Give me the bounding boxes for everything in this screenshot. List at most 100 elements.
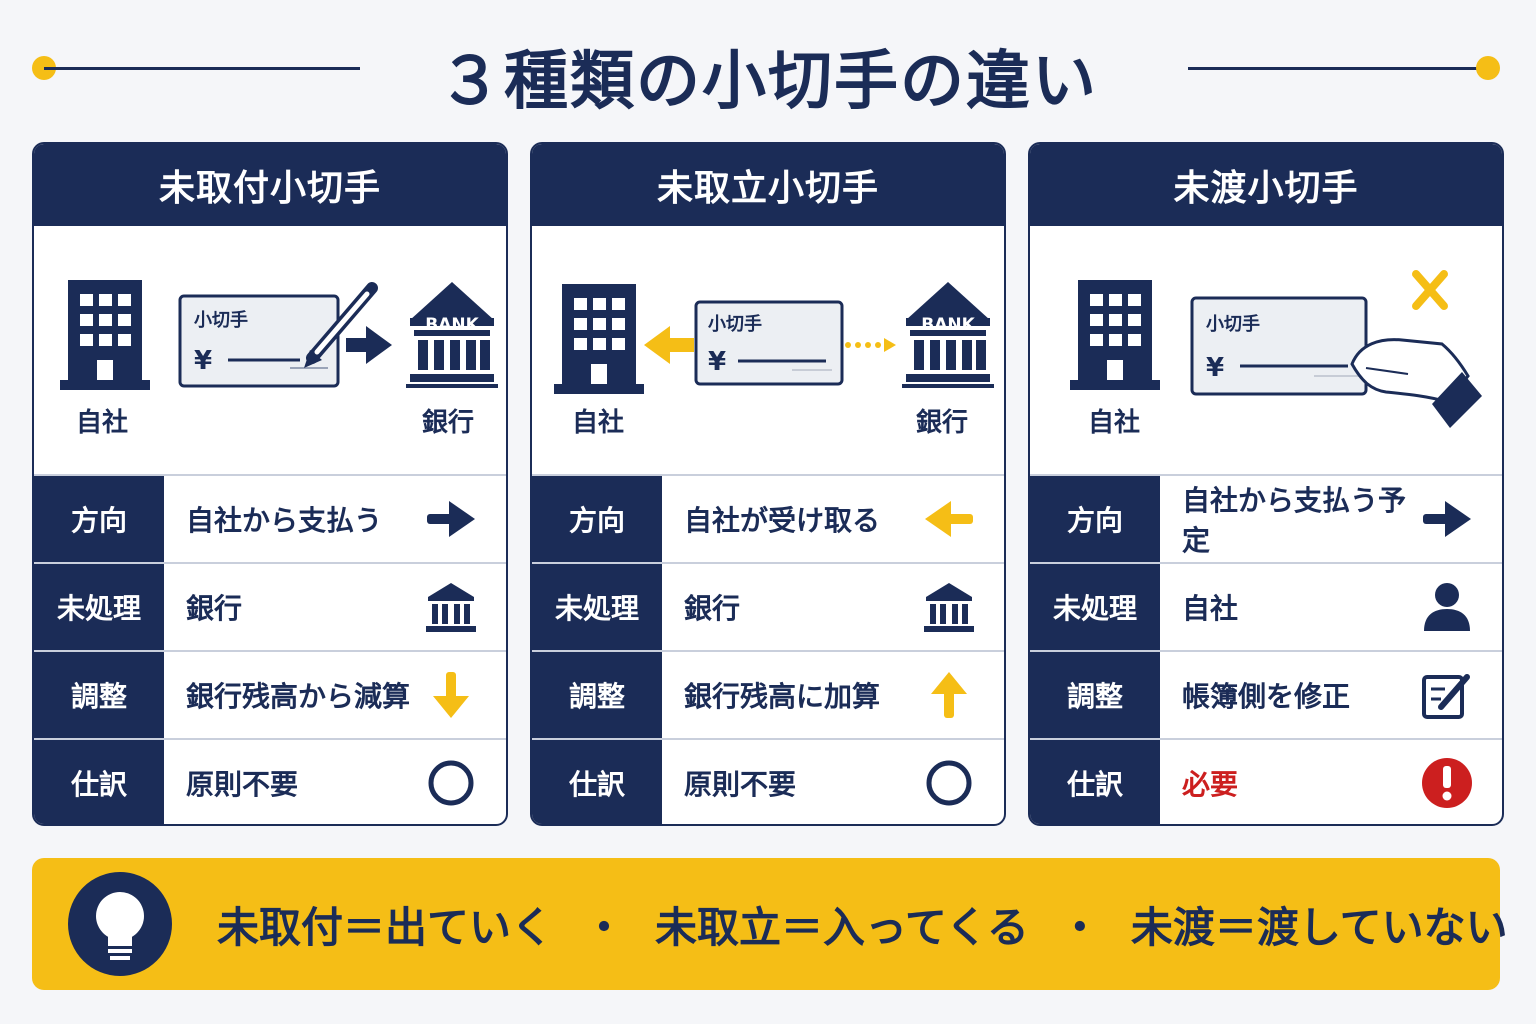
bank-sign-text: BANK bbox=[425, 315, 479, 335]
arrow-left-icon bbox=[914, 476, 984, 562]
card-mitorituke: 未取付小切手 小切手 ¥ BANK 自社 銀行 方向 自社か bbox=[32, 142, 508, 826]
row-value: 必要 bbox=[1182, 768, 1239, 801]
lightbulb-icon bbox=[68, 872, 172, 976]
title-row: ３種類の小切手の違い bbox=[0, 22, 1536, 119]
outgoing-check-illustration: 小切手 ¥ BANK bbox=[60, 280, 498, 390]
card-title: 未渡小切手 bbox=[1030, 144, 1502, 226]
row-value: 原則不要 bbox=[684, 768, 797, 801]
card-rows: 方向 自社から支払う 未処理 銀行 調整 銀行残高から減算 仕訳 原則不要 bbox=[34, 474, 506, 824]
row-label: 仕訳 bbox=[1030, 740, 1160, 824]
row-value: 銀行 bbox=[186, 592, 243, 625]
bank-icon bbox=[914, 564, 984, 650]
check-yen-text: ¥ bbox=[1206, 353, 1224, 383]
row-label: 方向 bbox=[1030, 476, 1160, 562]
row-value: 自社から支払う予定 bbox=[1182, 484, 1407, 557]
arrow-down-icon bbox=[416, 652, 486, 738]
bank-label: 銀行 bbox=[916, 408, 969, 438]
row-adjustment: 調整 銀行残高に加算 bbox=[532, 650, 1004, 738]
row-label: 未処理 bbox=[1030, 564, 1160, 650]
row-label: 未処理 bbox=[532, 564, 662, 650]
row-direction: 方向 自社から支払う bbox=[34, 474, 506, 562]
page-title: ３種類の小切手の違い bbox=[438, 45, 1098, 119]
title-line-right bbox=[1188, 67, 1492, 70]
row-journal: 仕訳 必要 bbox=[1030, 738, 1502, 824]
row-label: 調整 bbox=[34, 652, 164, 738]
card-title: 未取立小切手 bbox=[532, 144, 1004, 226]
check-card bbox=[694, 300, 844, 386]
company-label: 自社 bbox=[1088, 408, 1141, 438]
row-value: 銀行残高から減算 bbox=[186, 680, 411, 713]
row-label: 方向 bbox=[34, 476, 164, 562]
row-label: 仕訳 bbox=[532, 740, 662, 824]
row-label: 調整 bbox=[1030, 652, 1160, 738]
check-label-text: 小切手 bbox=[708, 313, 762, 335]
check-card bbox=[178, 294, 340, 388]
row-value: 自社が受け取る bbox=[684, 504, 881, 537]
row-label: 仕訳 bbox=[34, 740, 164, 824]
row-unprocessed: 未処理 銀行 bbox=[34, 562, 506, 650]
row-label: 調整 bbox=[532, 652, 662, 738]
check-yen-text: ¥ bbox=[194, 346, 212, 376]
row-value: 帳簿側を修正 bbox=[1182, 680, 1351, 713]
arrow-to-bank-icon bbox=[346, 326, 392, 364]
summary-part-undelivered: 未渡＝渡していない bbox=[1130, 902, 1508, 952]
bank-building-icon bbox=[406, 282, 498, 388]
row-label: 未処理 bbox=[34, 564, 164, 650]
row-adjustment: 調整 帳簿側を修正 bbox=[1030, 650, 1502, 738]
row-value: 自社 bbox=[1182, 592, 1239, 625]
summary-separator: ・ bbox=[1058, 902, 1101, 952]
hand-icon bbox=[1350, 338, 1482, 428]
row-unprocessed: 未処理 銀行 bbox=[532, 562, 1004, 650]
check-label-text: 小切手 bbox=[194, 309, 248, 331]
company-building-icon bbox=[60, 280, 150, 390]
check-label-text: 小切手 bbox=[1206, 313, 1260, 335]
pen-icon bbox=[304, 282, 378, 368]
dotted-arrow-icon bbox=[845, 338, 896, 352]
title-dot-right bbox=[1476, 56, 1500, 80]
company-label: 自社 bbox=[572, 408, 625, 438]
circle-icon bbox=[914, 740, 984, 824]
row-journal: 仕訳 原則不要 bbox=[532, 738, 1004, 824]
row-adjustment: 調整 銀行残高から減算 bbox=[34, 650, 506, 738]
row-value: 原則不要 bbox=[186, 768, 299, 801]
check-yen-text: ¥ bbox=[708, 347, 726, 377]
row-label: 方向 bbox=[532, 476, 662, 562]
summary-separator: ・ bbox=[583, 902, 626, 952]
edit-icon bbox=[1412, 652, 1482, 738]
row-value: 銀行残高に加算 bbox=[684, 680, 881, 713]
summary-text: 未取付＝出ていく ・ 未取立＝入ってくる ・ 未渡＝渡していない bbox=[217, 858, 1508, 990]
card-title: 未取付小切手 bbox=[34, 144, 506, 226]
cross-icon bbox=[1412, 270, 1448, 310]
circle-icon bbox=[416, 740, 486, 824]
summary-part-incoming: 未取立＝入ってくる bbox=[655, 902, 1029, 952]
title-line-left bbox=[44, 67, 360, 70]
arrow-right-icon bbox=[416, 476, 486, 562]
row-unprocessed: 未処理 自社 bbox=[1030, 562, 1502, 650]
company-building-icon bbox=[1070, 280, 1160, 390]
card-mitoritate: 未取立小切手 小切手 ¥ BANK 自社 銀行 方向 自社が受け取る bbox=[530, 142, 1006, 826]
card-illustration: 小切手 ¥ 自社 bbox=[1030, 226, 1502, 474]
card-illustration: 小切手 ¥ BANK 自社 銀行 bbox=[34, 226, 506, 474]
arrow-right-icon bbox=[1412, 476, 1482, 562]
row-journal: 仕訳 原則不要 bbox=[34, 738, 506, 824]
summary-part-outgoing: 未取付＝出ていく bbox=[217, 902, 554, 952]
row-value: 銀行 bbox=[684, 592, 741, 625]
card-miwatashi: 未渡小切手 小切手 ¥ 自社 方向 自社から支払う予定 bbox=[1028, 142, 1504, 826]
bank-icon bbox=[416, 564, 486, 650]
bank-sign-text: BANK bbox=[921, 315, 975, 335]
person-icon bbox=[1412, 564, 1482, 650]
arrow-up-icon bbox=[914, 652, 984, 738]
company-building-icon bbox=[554, 284, 644, 394]
bank-building-icon bbox=[902, 282, 994, 388]
row-direction: 方向 自社から支払う予定 bbox=[1030, 474, 1502, 562]
bank-label: 銀行 bbox=[422, 408, 475, 438]
card-rows: 方向 自社が受け取る 未処理 銀行 調整 銀行残高に加算 仕訳 原則不要 bbox=[532, 474, 1004, 824]
exclamation-icon bbox=[1412, 740, 1482, 824]
undelivered-check-illustration: 小切手 ¥ bbox=[1070, 270, 1482, 428]
summary-banner: 未取付＝出ていく ・ 未取立＝入ってくる ・ 未渡＝渡していない bbox=[32, 858, 1508, 990]
incoming-check-illustration: 小切手 ¥ BANK bbox=[554, 282, 994, 394]
arrow-to-company-icon bbox=[644, 326, 694, 364]
company-label: 自社 bbox=[76, 408, 129, 438]
row-direction: 方向 自社が受け取る bbox=[532, 474, 1004, 562]
card-illustration: 小切手 ¥ BANK 自社 銀行 bbox=[532, 226, 1004, 474]
